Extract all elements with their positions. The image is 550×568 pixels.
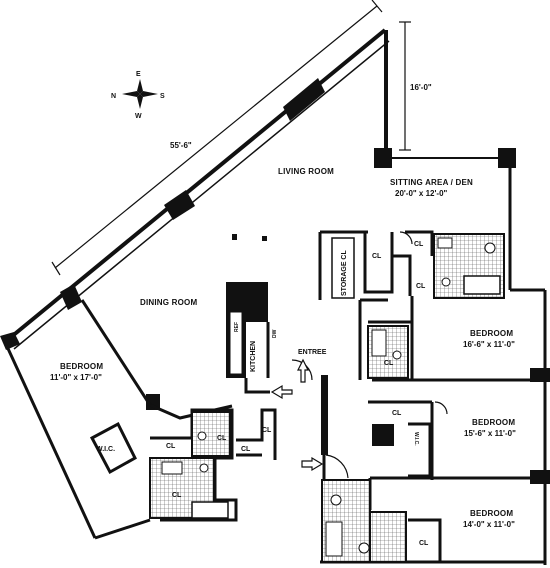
dishwasher-label: DW (272, 329, 278, 338)
closet-label: CL (416, 283, 426, 290)
compass-rose: E N S W (111, 71, 165, 120)
living-room-label: LIVING ROOM (278, 167, 334, 176)
bedroom-4-size: 14'-0" x 11'-0" (463, 520, 515, 529)
dimension-main-label: 55'-6" (170, 141, 192, 150)
closet-label: CL (217, 435, 227, 442)
kitchen-label: KITCHEN (250, 341, 257, 372)
dimension-lines: 55'-6" 16'-0" (51, 0, 432, 276)
bedroom-2-label: BEDROOM (470, 329, 513, 338)
dimension-bay-label: 16'-0" (410, 83, 432, 92)
bedroom-3-label: BEDROOM (472, 418, 515, 427)
refrigerator-label: REF (234, 322, 240, 332)
closet-label: CL (384, 360, 394, 367)
dining-room-label: DINING ROOM (140, 298, 197, 307)
columns-interior (232, 234, 267, 241)
bedroom-1-label: BEDROOM (60, 362, 103, 371)
closet-label: CL (172, 492, 182, 499)
closet-label: CL (241, 446, 251, 453)
closet-label: CL (262, 427, 272, 434)
compass-w: W (135, 113, 142, 120)
entree-label: ENTREE (298, 349, 327, 356)
bedroom-2-size: 16'-6" x 11'-0" (463, 340, 515, 349)
entry-arrows (270, 358, 324, 472)
room-labels: LIVING ROOM SITTING AREA / DEN 20'-0" x … (50, 167, 516, 529)
bedroom-1-size: 11'-0" x 17'-0" (50, 373, 102, 382)
bedroom-4-label: BEDROOM (470, 509, 513, 518)
closet-label: CL (372, 253, 382, 260)
closet-labels: CL CL CL CL CL CL CL CL CL CL CL (166, 241, 429, 547)
closet-label: CL (414, 241, 424, 248)
compass-n: N (111, 93, 116, 100)
compass-e: E (136, 71, 141, 78)
sitting-area-size: 20'-0" x 12'-0" (395, 189, 448, 198)
bathrooms (149, 233, 505, 563)
bedroom-3-size: 15'-6" x 11'-0" (464, 429, 516, 438)
interior-walls (80, 230, 530, 562)
wic-2-label: W.I.C. (413, 432, 419, 446)
sitting-area-label: SITTING AREA / DEN (390, 178, 473, 187)
exterior-walls (0, 28, 550, 565)
closet-label: CL (392, 410, 402, 417)
closet-label: CL (166, 443, 176, 450)
closet-label: CL (419, 540, 429, 547)
compass-s: S (160, 93, 165, 100)
wic-1-label: W.I.C. (96, 446, 115, 453)
storage-closet-label: STORAGE CL (341, 250, 348, 296)
